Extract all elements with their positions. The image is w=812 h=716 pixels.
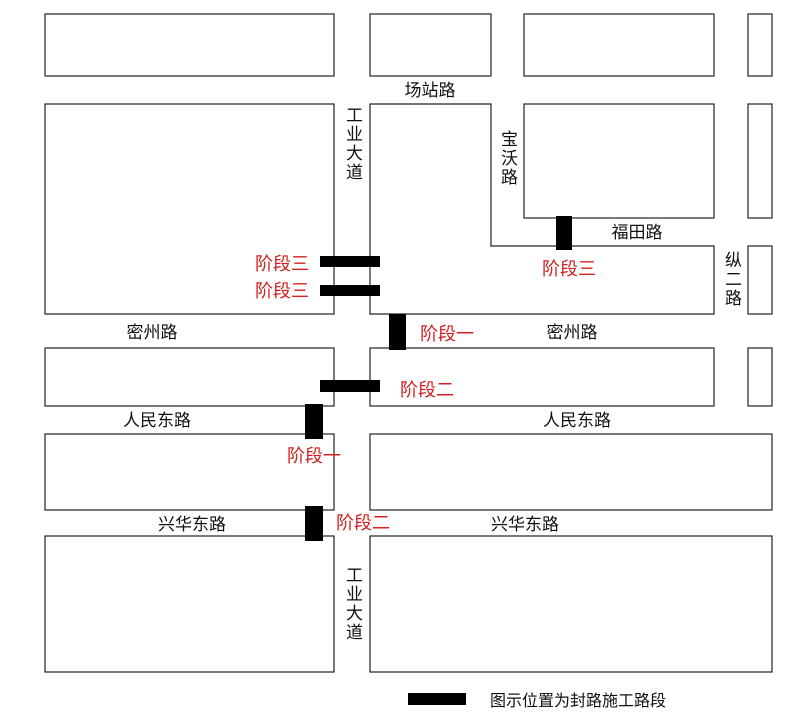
road-label-renmin-left: 人民东路 [123,411,191,431]
road-label-changzhan: 场站路 [405,81,456,101]
block [369,433,773,511]
closure-bar [320,285,380,296]
stage-label: 阶段三 [255,281,309,302]
closure-bars [305,216,572,541]
stage-label: 阶段三 [255,254,309,275]
road-labels: 场站路 工业大道 宝沃路 福田路 纵二路 密州路 密州路 人民东路 人民东路 兴… [123,81,742,642]
road-label-xinghua-left: 兴华东路 [158,515,226,535]
legend-swatch [408,693,466,705]
block [747,103,773,219]
stage-label: 阶段二 [336,513,390,534]
stage-label: 阶段二 [400,380,454,401]
city-blocks [44,13,773,673]
road-label-futian: 福田路 [612,223,663,243]
road-label-gongye-bottom: 工业大道 [342,566,363,642]
legend-text: 图示位置为封路施工路段 [490,691,666,710]
block [44,103,335,315]
stage-label: 阶段一 [420,324,474,345]
block [44,535,335,673]
block [747,13,773,77]
road-label-xinghua-right: 兴华东路 [491,515,559,535]
stage-labels: 阶段三 阶段三 阶段三 阶段一 阶段二 阶段一 阶段二 [255,254,596,534]
closure-bar [305,506,323,541]
road-label-renmin-right: 人民东路 [543,411,611,431]
block [44,433,335,511]
block [523,13,715,77]
closure-bar [556,216,572,250]
road-label-gongye-top: 工业大道 [342,106,363,182]
closure-bar [389,314,406,350]
block [369,347,715,407]
block [44,13,335,77]
road-label-baowo: 宝沃路 [497,130,518,187]
legend: 图示位置为封路施工路段 [408,691,666,710]
block [369,535,773,673]
block [747,245,773,315]
block [369,103,715,315]
block [44,347,335,407]
closure-bar [320,380,380,392]
block [747,347,773,407]
closure-bar [320,256,380,267]
block [369,13,492,77]
road-label-mizhou-left: 密州路 [127,323,178,343]
stage-label: 阶段一 [287,446,341,467]
closure-bar [305,404,323,439]
stage-label: 阶段三 [542,259,596,280]
block [523,103,715,219]
road-label-zonger: 纵二路 [721,251,742,308]
road-label-mizhou-right: 密州路 [547,323,598,343]
